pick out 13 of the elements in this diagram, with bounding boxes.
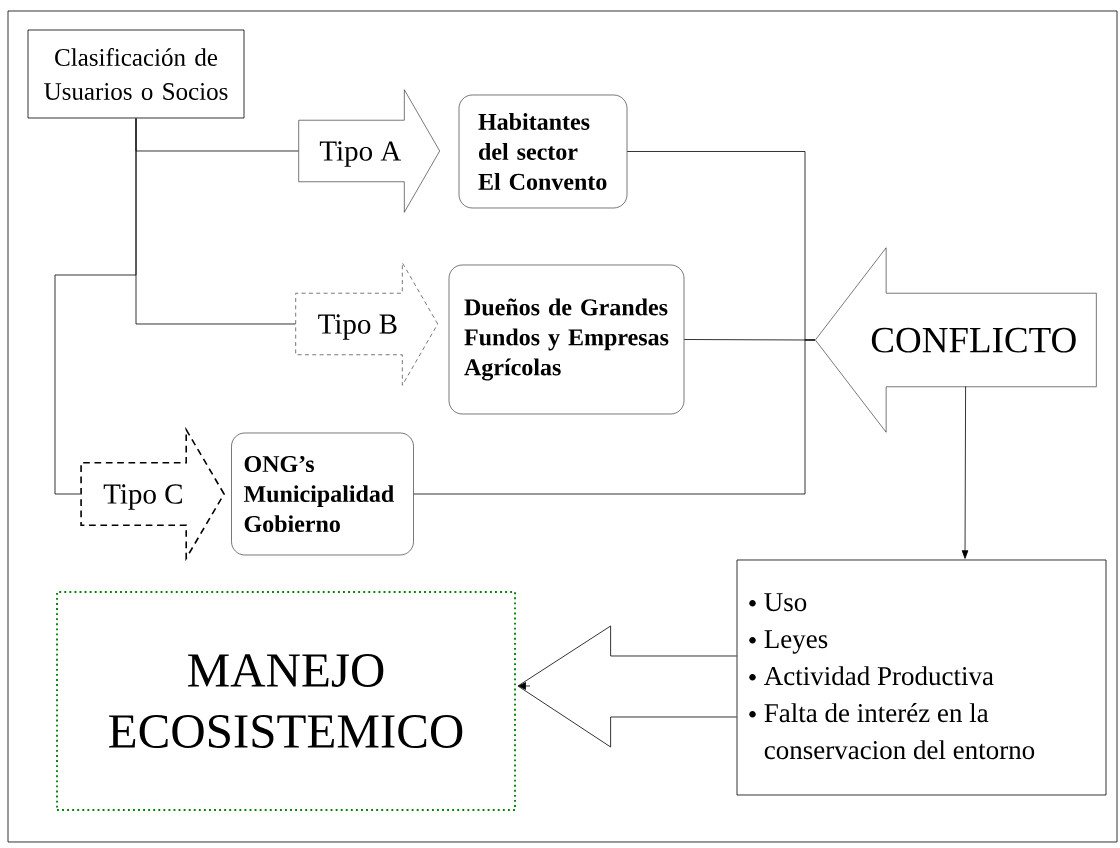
- rounded-box: Habitantes del sector El Convento: [458, 94, 628, 209]
- list-box: Uso Leyes Actividad Productiva Falta de interéz en la conservacion del entorno: [736, 559, 1107, 796]
- arrow: [961, 386, 969, 559]
- rounded-box: Dueños de Grandes Fundos y Empresas Agrícolas: [448, 264, 685, 415]
- arrow-shaped-box: CONFLICTO: [815, 247, 1097, 433]
- arrow-shaped-box: Tipo B: [295, 262, 438, 386]
- block-arrow: [517, 625, 737, 748]
- connector-line: [413, 339, 816, 495]
- category-box: Clasificación de Usuarios o Socios: [27, 29, 245, 119]
- title-box: MANEJO ECOSISTEMICO: [56, 591, 516, 811]
- connector-line: [54, 118, 137, 495]
- rounded-box: ONG’s Municipalidad Gobierno: [231, 432, 414, 556]
- arrow-shaped-box: Tipo A: [298, 89, 440, 213]
